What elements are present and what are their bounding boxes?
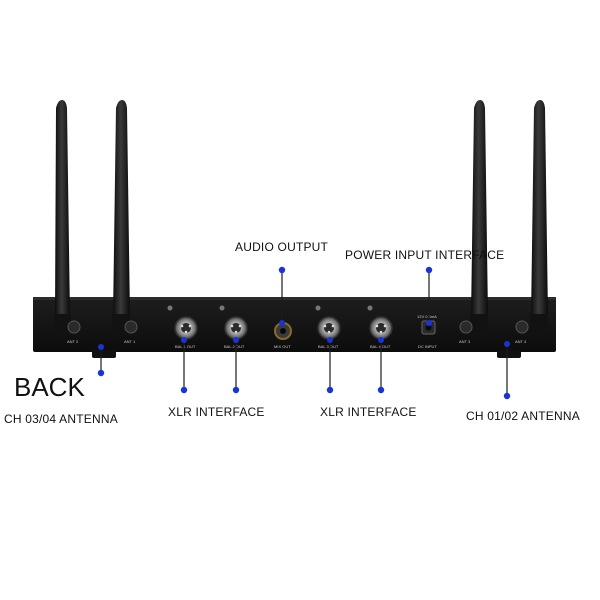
dc-input-jack <box>421 320 436 335</box>
marker-dot <box>278 266 286 274</box>
xlr-left-label: XLR INTERFACE <box>168 405 265 419</box>
receiver-back-panel <box>33 297 556 352</box>
marker-dot <box>377 386 385 394</box>
antenna-right-outer <box>530 100 548 336</box>
rubber-foot <box>92 350 116 358</box>
antenna-port <box>67 320 81 334</box>
antenna-left-inner <box>112 100 130 336</box>
marker-dot <box>98 344 104 350</box>
dc-label: DC INPUT <box>418 344 437 349</box>
marker-dot <box>279 320 285 326</box>
marker-dot <box>425 266 433 274</box>
marker-dot <box>503 392 511 400</box>
power-input-label: POWER INPUT INTERFACE <box>345 248 505 262</box>
marker-dot <box>232 386 240 394</box>
xlr-connector-3 <box>315 305 341 340</box>
dc-rating-label: 12V 0.5mA <box>417 314 437 319</box>
ant2-label: ANT 2 <box>67 339 79 344</box>
mix-label: MIX OUT <box>274 344 291 349</box>
rubber-foot <box>497 350 521 358</box>
bal1-label: BAL 1 OUT <box>175 344 196 349</box>
marker-dot <box>426 320 432 326</box>
marker-dot <box>378 337 384 343</box>
antenna-port <box>124 320 138 334</box>
marker-dot <box>180 386 188 394</box>
xlr-connector-1 <box>167 305 198 340</box>
marker-dot <box>326 386 334 394</box>
antenna-right-inner <box>470 100 488 336</box>
bal2-label: BAL 2 OUT <box>224 344 245 349</box>
xlr-connector-2 <box>219 305 248 340</box>
marker-dot <box>504 341 510 347</box>
antenna-port <box>459 320 473 334</box>
audio-output-label: AUDIO OUTPUT <box>235 240 329 254</box>
marker-dot <box>233 337 239 343</box>
ant4-label: ANT 4 <box>515 339 527 344</box>
back-title: BACK <box>14 372 85 402</box>
ant1-label: ANT 1 <box>124 339 136 344</box>
antenna-port <box>515 320 529 334</box>
marker-dot <box>327 337 333 343</box>
antenna-right-label: CH 01/02 ANTENNA <box>466 409 580 423</box>
bal3-label: BAL 3 OUT <box>318 344 339 349</box>
marker-dot <box>181 337 187 343</box>
antenna-left-label: CH 03/04 ANTENNA <box>4 412 118 426</box>
marker-dot <box>97 369 105 377</box>
antenna-left-outer <box>54 100 71 336</box>
ant3-label: ANT 3 <box>459 339 471 344</box>
xlr-right-label: XLR INTERFACE <box>320 405 417 419</box>
